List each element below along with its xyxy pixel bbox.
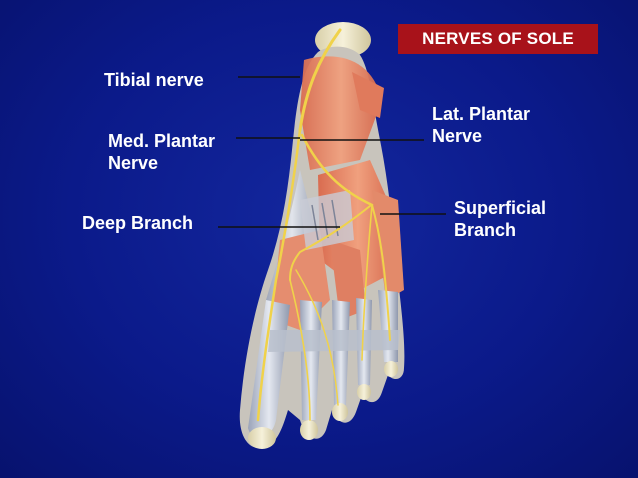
label-medial-line2: Nerve [108, 153, 159, 173]
deep-branch-path [289, 205, 371, 281]
label-deep-branch: Deep Branch [82, 212, 193, 234]
label-superficial-branch: Superficial Branch [454, 197, 546, 241]
label-deep-line1: Deep Branch [82, 213, 194, 233]
label-superficial-line2: Branch [454, 220, 517, 240]
medial-plantar-path [256, 128, 302, 422]
label-lateral-plantar-nerve: Lat. Plantar Nerve [432, 103, 530, 147]
label-superficial-line1: Superficial [454, 198, 547, 218]
superficial-branch-path [371, 204, 391, 341]
lateral-plantar-path [300, 133, 374, 207]
label-lateral-line1: Lat. Plantar [432, 104, 531, 124]
nerves [256, 28, 391, 422]
label-medial-plantar-nerve: Med. Plantar Nerve [108, 130, 215, 174]
tibial-nerve-path [298, 28, 342, 132]
plantar-ligaments [268, 190, 400, 352]
label-tibial-nerve: Tibial nerve [104, 69, 204, 91]
leader-lines [218, 76, 446, 228]
label-medial-line1: Med. Plantar [108, 131, 216, 151]
label-lateral-line2: Nerve [432, 126, 483, 146]
label-tibial-line1: Tibial nerve [104, 70, 204, 90]
slide-title: NERVES OF SOLE [398, 24, 598, 54]
